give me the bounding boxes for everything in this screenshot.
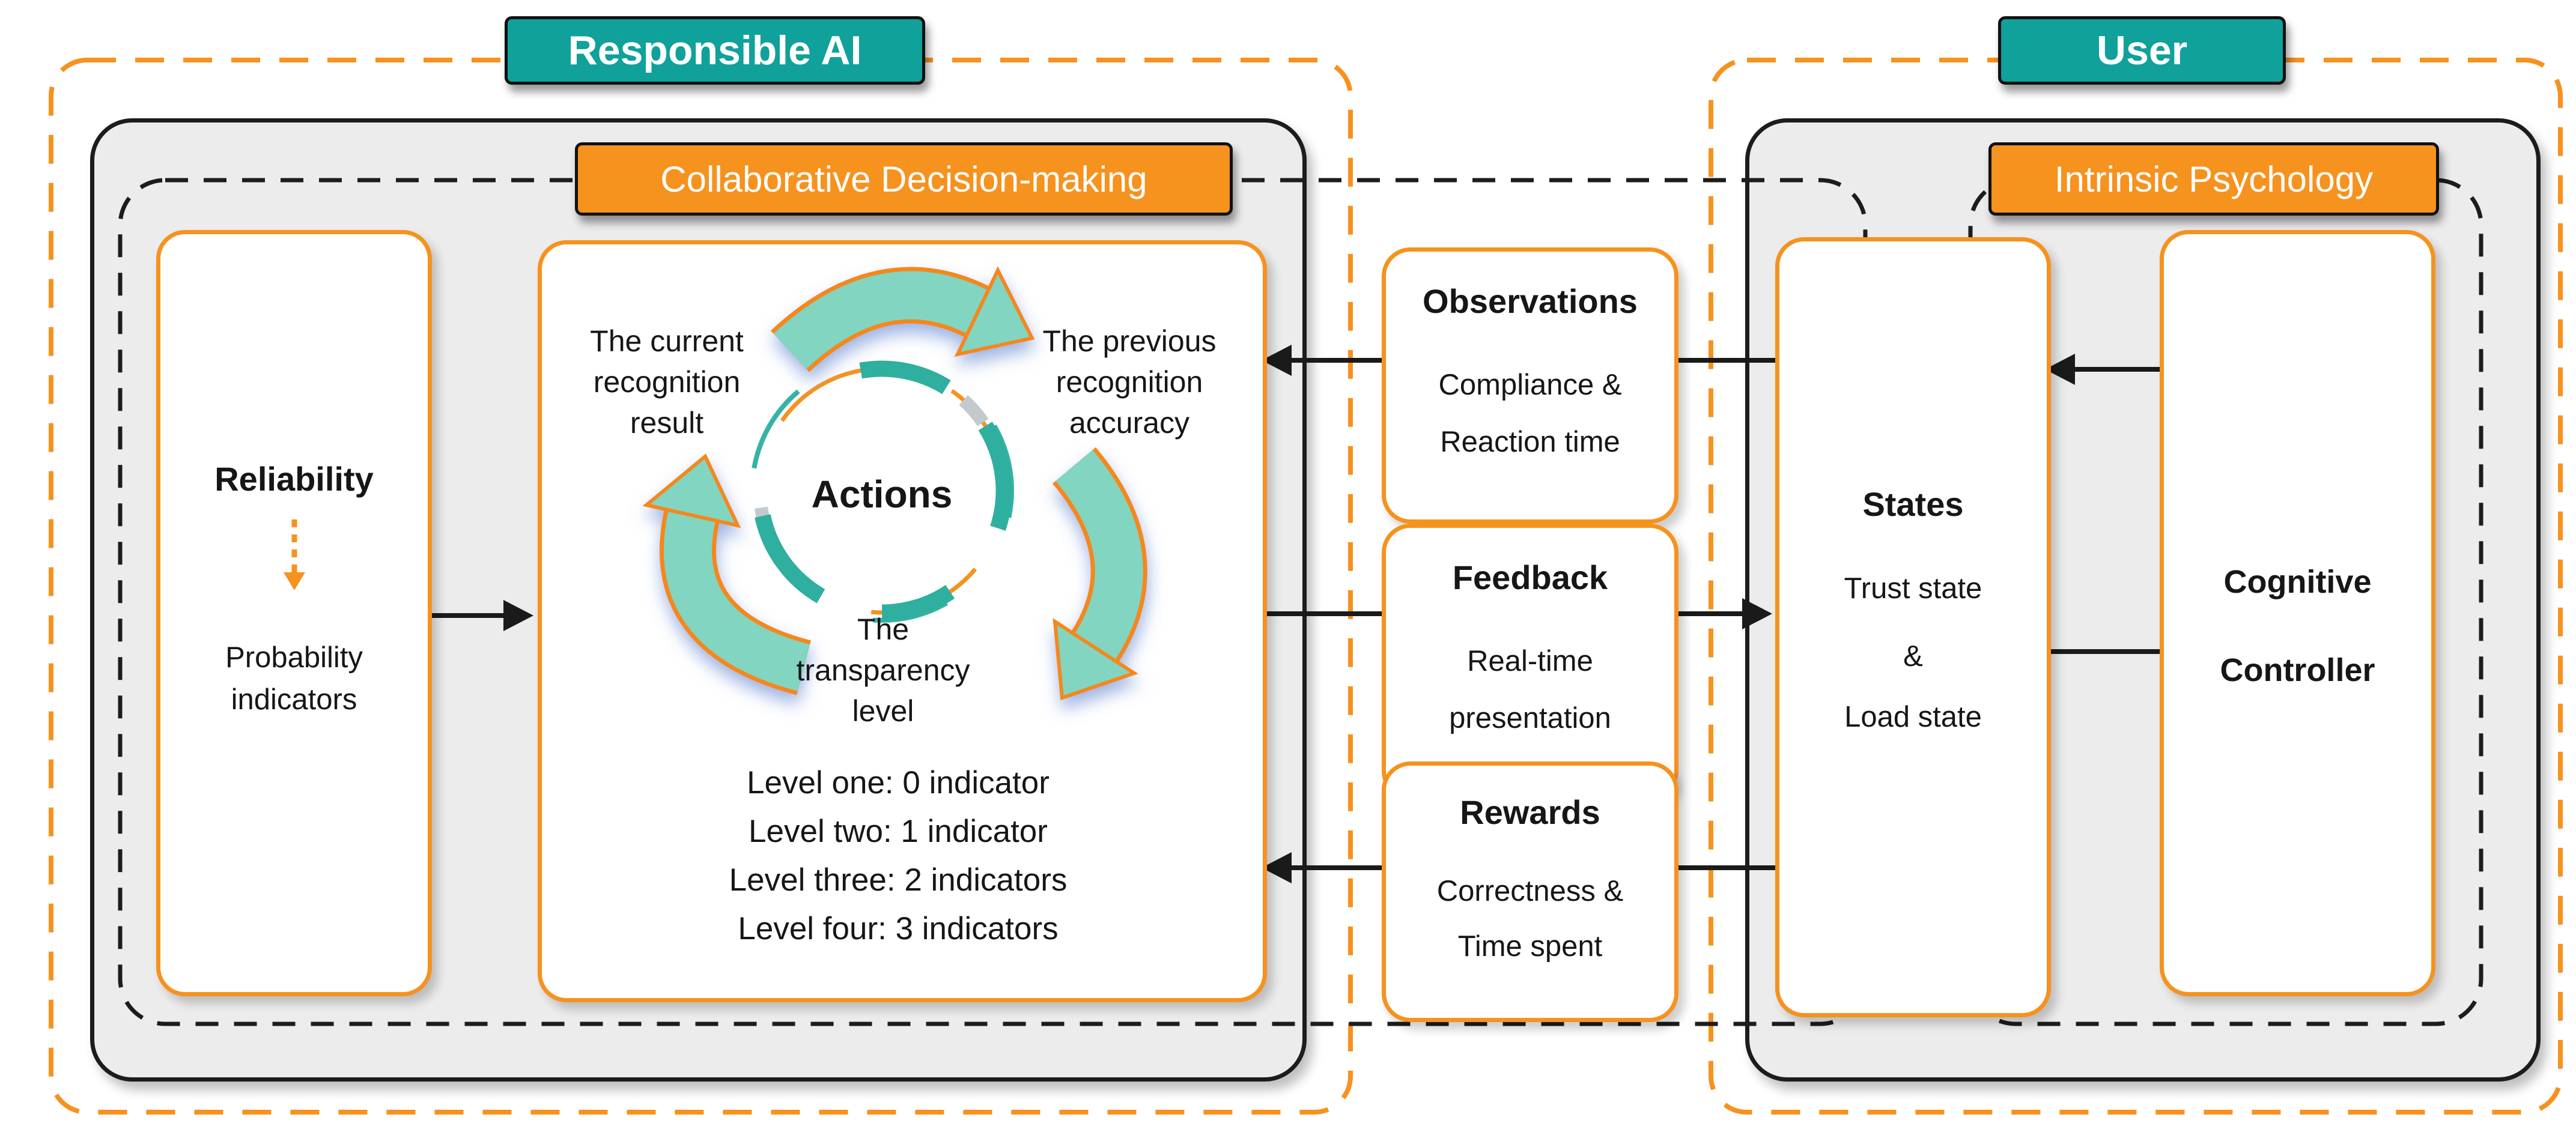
feedback-body: Real-time presentation bbox=[1449, 645, 1611, 734]
rewards-box: Rewards Correctness & Time spent bbox=[1382, 761, 1678, 1022]
intrinsic-psychology-banner: Intrinsic Psychology bbox=[1988, 142, 2439, 216]
cognitive-controller-line2: Controller bbox=[2220, 652, 2375, 688]
states-amp-line: & bbox=[1903, 640, 1923, 673]
cycle-arrow-right-icon bbox=[1052, 447, 1147, 701]
reliability-body: Probability indicators bbox=[225, 641, 363, 716]
cycle-arrows bbox=[642, 266, 1147, 701]
responsible-ai-banner: Responsible AI bbox=[505, 16, 925, 85]
reliability-to-actions-arrowhead-icon bbox=[503, 600, 533, 631]
states-title: States bbox=[1862, 485, 1964, 523]
cycle-arrow-top-icon bbox=[770, 266, 1035, 372]
controller-to-states-arrowhead-icon bbox=[2045, 354, 2075, 385]
cognitive-controller-box: Cognitive Controller bbox=[2160, 230, 2435, 996]
previous-recognition-label: The previous recognition accuracy bbox=[1042, 324, 1217, 440]
level-three-item: Level three: 2 indicators bbox=[729, 862, 1068, 898]
collaborative-decision-making-banner: Collaborative Decision-making bbox=[575, 142, 1233, 216]
collaborative-banner-label: Collaborative Decision-making bbox=[660, 159, 1147, 199]
user-banner: User bbox=[1998, 16, 2286, 85]
reliability-title: Reliability bbox=[214, 460, 374, 498]
rewards-arrowhead-icon bbox=[1262, 852, 1292, 883]
level-one-item: Level one: 0 indicator bbox=[747, 765, 1050, 800]
reliability-dotted-arrow-head-icon bbox=[283, 572, 305, 590]
reliability-dotted-arrow-line bbox=[291, 519, 297, 572]
intrinsic-banner-label: Intrinsic Psychology bbox=[2054, 159, 2374, 199]
reliability-box: Reliability Probability indicators bbox=[156, 230, 432, 996]
transparency-levels-list: Level one: 0 indicator Level two: 1 indi… bbox=[658, 758, 1138, 953]
current-recognition-label: The current recognition result bbox=[590, 324, 744, 440]
responsible-ai-dashed-border bbox=[49, 58, 1353, 1115]
observations-box: Observations Compliance & Reaction time bbox=[1382, 247, 1678, 524]
cycle-arrow-left-icon bbox=[642, 453, 812, 695]
states-trust-line: Trust state bbox=[1844, 572, 1982, 605]
observations-title: Observations bbox=[1423, 282, 1638, 320]
observations-body: Compliance & Reaction time bbox=[1438, 369, 1622, 458]
observations-arrowhead-icon bbox=[1262, 345, 1292, 376]
states-box: States Trust state & Load state bbox=[1775, 237, 2051, 1017]
cognitive-controller-line1: Cognitive bbox=[2223, 564, 2372, 600]
feedback-arrowhead-icon bbox=[1742, 598, 1772, 629]
cycle-ring bbox=[750, 359, 1014, 623]
rewards-title: Rewards bbox=[1460, 793, 1600, 831]
level-two-item: Level two: 1 indicator bbox=[749, 814, 1048, 849]
actions-center-label: Actions bbox=[811, 473, 953, 516]
responsible-ai-banner-label: Responsible AI bbox=[568, 28, 862, 73]
level-four-item: Level four: 3 indicators bbox=[738, 911, 1059, 946]
transparency-level-label: The transparency level bbox=[796, 613, 970, 728]
rewards-body: Correctness & Time spent bbox=[1436, 875, 1624, 963]
feedback-box: Feedback Real-time presentation bbox=[1382, 524, 1678, 800]
states-load-line: Load state bbox=[1844, 701, 1982, 733]
user-banner-label: User bbox=[2096, 28, 2188, 73]
feedback-title: Feedback bbox=[1452, 558, 1608, 596]
